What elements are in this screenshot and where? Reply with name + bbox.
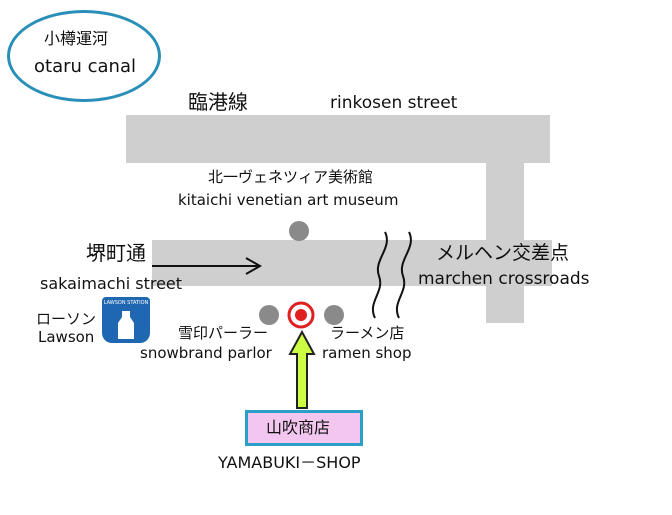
rinkosen-label-en: rinkosen street	[330, 93, 458, 113]
rinkosen-label-jp: 臨港線	[188, 90, 248, 114]
lawson-label-jp: ローソン	[36, 310, 97, 328]
rinkosen-road	[126, 115, 550, 163]
lawson-label-en: Lawson	[38, 328, 95, 346]
shop-label-en: YAMABUKI－SHOP	[218, 453, 361, 472]
museum-label-en: kitaichi venetian art museum	[178, 191, 399, 209]
ramen-label-jp: ラーメン店	[330, 324, 405, 342]
sakaimachi-label-en: sakaimachi street	[40, 274, 183, 293]
lawson-logo: LAWSON STATION	[102, 297, 150, 343]
canal-label-en: otaru canal	[34, 56, 136, 77]
marchen-label-jp: メルヘン交差点	[436, 242, 570, 264]
shop-label-jp: 山吹商店	[266, 418, 331, 437]
marchen-label-en: marchen crossroads	[418, 269, 590, 289]
crossroads-wave-icon	[372, 231, 412, 319]
snowbrand-dot	[259, 305, 279, 325]
snowbrand-label-jp: 雪印パーラー	[178, 324, 269, 342]
direction-arrow-icon	[152, 257, 263, 275]
shop-box	[245, 410, 363, 446]
target-marker-icon	[287, 301, 315, 329]
marchen-crossroad-road	[486, 115, 524, 323]
snowbrand-label-en: snowbrand parlor	[140, 344, 272, 362]
milk-bottle-icon	[118, 311, 134, 339]
ramen-dot	[324, 305, 344, 325]
sakaimachi-road	[152, 240, 552, 286]
canal-ellipse	[7, 10, 161, 102]
museum-label-jp: 北一ヴェネツィア美術館	[208, 168, 374, 186]
canal-label-jp: 小樽運河	[44, 29, 109, 48]
museum-dot	[289, 221, 309, 241]
ramen-label-en: ramen shop	[322, 344, 412, 362]
up-arrow-icon	[288, 330, 316, 409]
sakaimachi-label-jp: 堺町通	[86, 241, 146, 265]
lawson-logo-text: LAWSON STATION	[103, 300, 149, 306]
